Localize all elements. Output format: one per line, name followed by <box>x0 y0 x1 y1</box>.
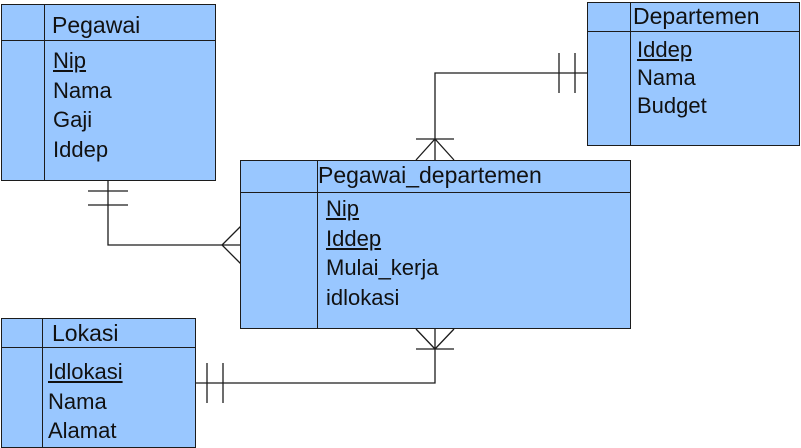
entity-header <box>241 161 630 193</box>
attribute-iddep: Iddep <box>53 136 109 162</box>
attribute-iddep: Iddep <box>637 37 693 62</box>
entity-title: Pegawai_departemen <box>318 162 542 188</box>
entity-key-column <box>2 319 43 447</box>
rel-pegawai-pegawai-departemen <box>88 181 242 265</box>
attribute-alamat: Alamat <box>48 418 117 443</box>
attribute-list: Nip Iddep Mulai_kerja idlokasi <box>326 194 439 312</box>
entity-title: Departemen <box>633 3 760 29</box>
attribute-list: Iddep Nama Budget <box>637 36 707 120</box>
many-mark-pegawai-departemen <box>221 225 242 265</box>
entity-pegawai: Pegawai Nip Nama Gaji Iddep <box>1 4 216 181</box>
entity-departemen: Departemen Iddep Nama Budget <box>587 2 800 146</box>
entity-key-column <box>588 3 631 145</box>
attribute-mulai-kerja: Mulai_kerja <box>326 255 439 280</box>
many-mark-pegawai-departemen-top <box>415 138 455 161</box>
entity-title: Pegawai <box>52 12 141 38</box>
entity-pegawai-departemen: Pegawai_departemen Nip Iddep Mulai_kerja… <box>240 160 631 329</box>
attribute-budget: Budget <box>637 93 707 118</box>
attribute-iddep: Iddep <box>326 225 382 251</box>
attribute-nama: Nama <box>637 65 696 90</box>
attribute-nip: Nip <box>53 48 87 73</box>
attribute-nama: Nama <box>48 388 107 414</box>
attribute-nama: Nama <box>53 77 112 103</box>
entity-header <box>2 5 215 41</box>
attribute-list: Nip Nama Gaji Iddep <box>53 46 112 164</box>
rel-departemen-pegawai-departemen <box>415 53 587 161</box>
entity-key-column <box>2 5 45 180</box>
entity-key-column <box>241 161 318 328</box>
entity-title: Lokasi <box>52 320 119 346</box>
attribute-idlokasi: Idlokasi <box>48 359 123 384</box>
many-mark-pegawai-departemen-bottom <box>415 328 455 350</box>
attribute-gaji: Gaji <box>53 107 93 132</box>
entity-header <box>2 319 195 348</box>
entity-header <box>588 3 799 32</box>
attribute-idlokasi: idlokasi <box>326 284 400 310</box>
entity-lokasi: Lokasi Idlokasi Nama Alamat <box>1 318 196 448</box>
attribute-nip: Nip <box>326 196 360 221</box>
attribute-list: Idlokasi Nama Alamat <box>48 357 123 446</box>
rel-lokasi-pegawai-departemen <box>196 328 455 403</box>
